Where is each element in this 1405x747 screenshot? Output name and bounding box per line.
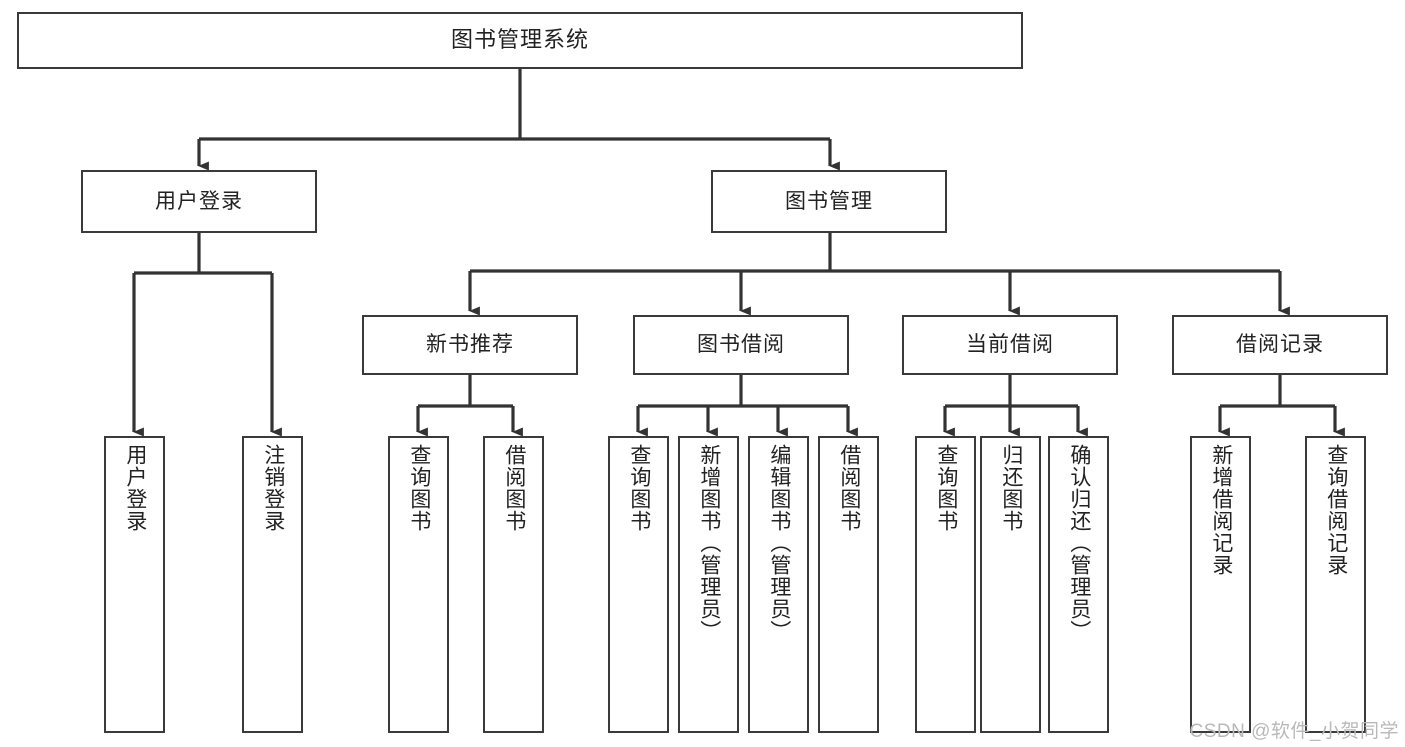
leaf-node[interactable]: 新增图书（管理员） bbox=[678, 436, 739, 733]
leaf-node-label: 注销登录 bbox=[261, 444, 285, 532]
leaf-node[interactable]: 借阅图书 bbox=[818, 436, 879, 733]
leaf-node[interactable]: 借阅图书 bbox=[483, 436, 544, 733]
leaf-node-label: 查询图书 bbox=[407, 444, 431, 532]
node-root[interactable]: 图书管理系统 bbox=[17, 12, 1023, 69]
leaf-node[interactable]: 查询图书 bbox=[915, 436, 976, 733]
node-borrow-records[interactable]: 借阅记录 bbox=[1172, 315, 1388, 375]
leaf-node-label: 借阅图书 bbox=[837, 444, 861, 532]
leaf-node-label: 编辑图书（管理员） bbox=[767, 444, 791, 642]
leaf-node[interactable]: 用户登录 bbox=[104, 436, 165, 733]
leaf-node[interactable]: 新增借阅记录 bbox=[1190, 436, 1251, 733]
node-new-book-recommend[interactable]: 新书推荐 bbox=[362, 315, 578, 375]
node-root-label: 图书管理系统 bbox=[450, 27, 589, 53]
leaf-node[interactable]: 查询借阅记录 bbox=[1305, 436, 1366, 733]
node-user-login-label: 用户登录 bbox=[155, 189, 243, 213]
leaf-node-label: 查询图书 bbox=[934, 444, 958, 532]
node-book-management-label: 图书管理 bbox=[785, 189, 873, 213]
node-new-book-recommend-label: 新书推荐 bbox=[426, 333, 514, 357]
leaf-node[interactable]: 查询图书 bbox=[608, 436, 669, 733]
leaf-node[interactable]: 确认归还（管理员） bbox=[1048, 436, 1109, 733]
watermark: CSDN @软件_小贺同学 bbox=[1189, 721, 1399, 742]
leaf-node-label: 查询图书 bbox=[627, 444, 651, 532]
node-borrow-records-label: 借阅记录 bbox=[1236, 333, 1324, 357]
leaf-node-label: 确认归还（管理员） bbox=[1067, 444, 1091, 642]
node-current-borrow[interactable]: 当前借阅 bbox=[902, 315, 1118, 375]
leaf-node-label: 借阅图书 bbox=[502, 444, 526, 532]
leaf-node[interactable]: 注销登录 bbox=[242, 436, 303, 733]
leaf-node-label: 归还图书 bbox=[999, 444, 1023, 532]
leaf-node[interactable]: 编辑图书（管理员） bbox=[748, 436, 809, 733]
node-book-borrow[interactable]: 图书借阅 bbox=[633, 315, 849, 375]
node-current-borrow-label: 当前借阅 bbox=[966, 333, 1054, 357]
leaf-node[interactable]: 归还图书 bbox=[980, 436, 1041, 733]
leaf-node-label: 查询借阅记录 bbox=[1324, 444, 1348, 576]
node-book-borrow-label: 图书借阅 bbox=[697, 333, 785, 357]
node-book-management[interactable]: 图书管理 bbox=[711, 170, 947, 233]
leaf-node-label: 新增借阅记录 bbox=[1209, 444, 1233, 576]
leaf-node-label: 用户登录 bbox=[123, 444, 147, 532]
leaf-node[interactable]: 查询图书 bbox=[388, 436, 449, 733]
leaf-node-label: 新增图书（管理员） bbox=[697, 444, 721, 642]
node-user-login[interactable]: 用户登录 bbox=[81, 170, 317, 233]
